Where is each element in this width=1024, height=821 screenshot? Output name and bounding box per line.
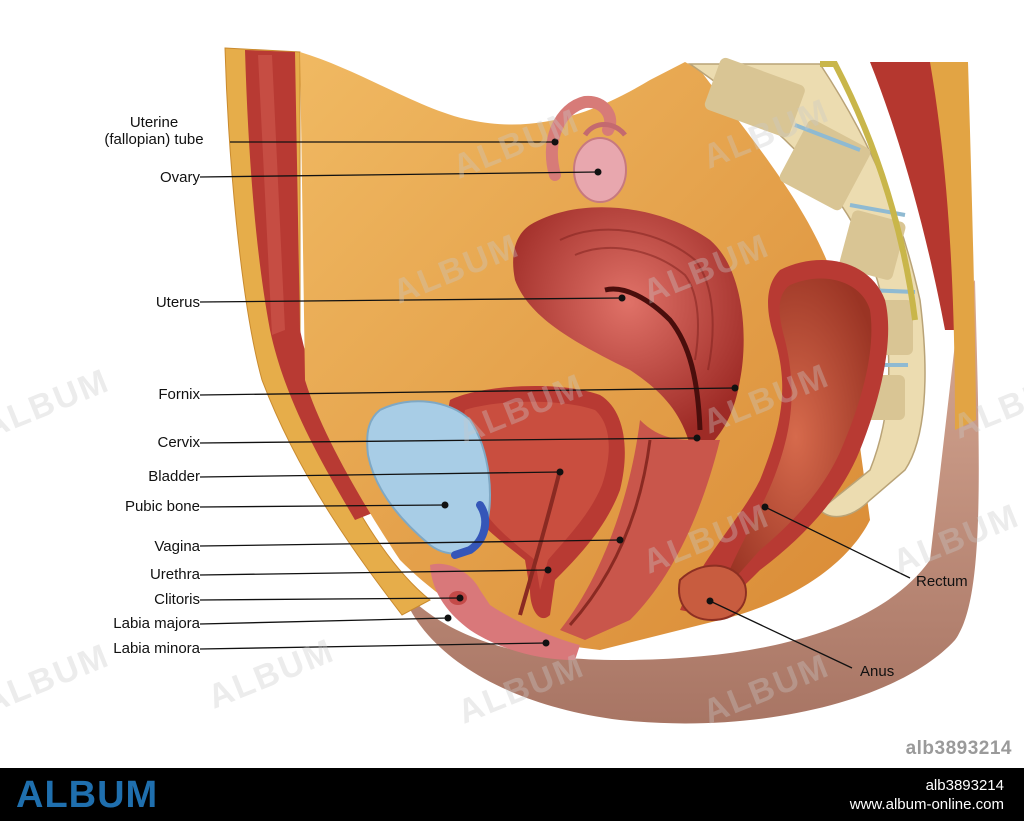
label-labia-minora: Labia minora (113, 640, 200, 657)
label-pubic-bone: Pubic bone (124, 498, 200, 515)
image-id-watermark: alb3893214 (905, 738, 1012, 759)
leader-urethra (199, 569, 549, 576)
label-fornix: Fornix (158, 386, 200, 403)
footer-image-id: alb3893214 (925, 777, 1004, 794)
label-urethra: Urethra (149, 566, 200, 583)
leader-rectum (764, 506, 911, 579)
rectus-muscle (245, 50, 380, 520)
back-fat (930, 62, 976, 430)
anus-shape (678, 564, 747, 622)
leader-labia-majora (199, 617, 449, 625)
footer-url-link[interactable]: www.album-online.com (849, 796, 1004, 813)
label-rectum: Rectum (916, 573, 968, 590)
leader-pubic-bone (199, 504, 446, 508)
leader-labia-minora (199, 642, 547, 650)
fallopian-tube (545, 95, 617, 181)
pelvis-illustration (224, 47, 979, 724)
leader-clitoris (199, 597, 461, 601)
label-bladder: Bladder (148, 468, 200, 485)
leader-lines (199, 138, 911, 669)
label-anus: Anus (860, 663, 895, 680)
leader-ovary (199, 171, 599, 178)
label-clitoris: Clitoris (154, 591, 200, 608)
footer-bar: ALBUM alb3893214 www.album-online.com (0, 768, 1024, 821)
leader-fornix (199, 387, 736, 396)
bladder-lumen (463, 401, 609, 590)
leader-vagina (199, 539, 621, 547)
label-labia-majora: Labia majora (113, 615, 200, 632)
leader-bladder (199, 471, 561, 478)
label-cervix: Cervix (157, 434, 200, 451)
anatomy-stage: ALBUM ALBUM ALBUM ALBUM ALBUM ALBUM ALBU… (0, 47, 1024, 759)
labia-region (430, 563, 580, 660)
leader-anus (709, 600, 853, 669)
label-uterus: Uterus (155, 294, 200, 311)
label-vagina: Vagina (154, 538, 200, 555)
album-logo[interactable]: ALBUM (16, 774, 159, 816)
uterus-shape (513, 207, 744, 445)
leader-cervix (199, 437, 698, 444)
leader-uterus (199, 297, 623, 303)
back-muscle (840, 62, 965, 330)
label-uterine-tube: Uterine (fallopian) tube (104, 114, 204, 148)
label-ovary: Ovary (159, 169, 200, 186)
